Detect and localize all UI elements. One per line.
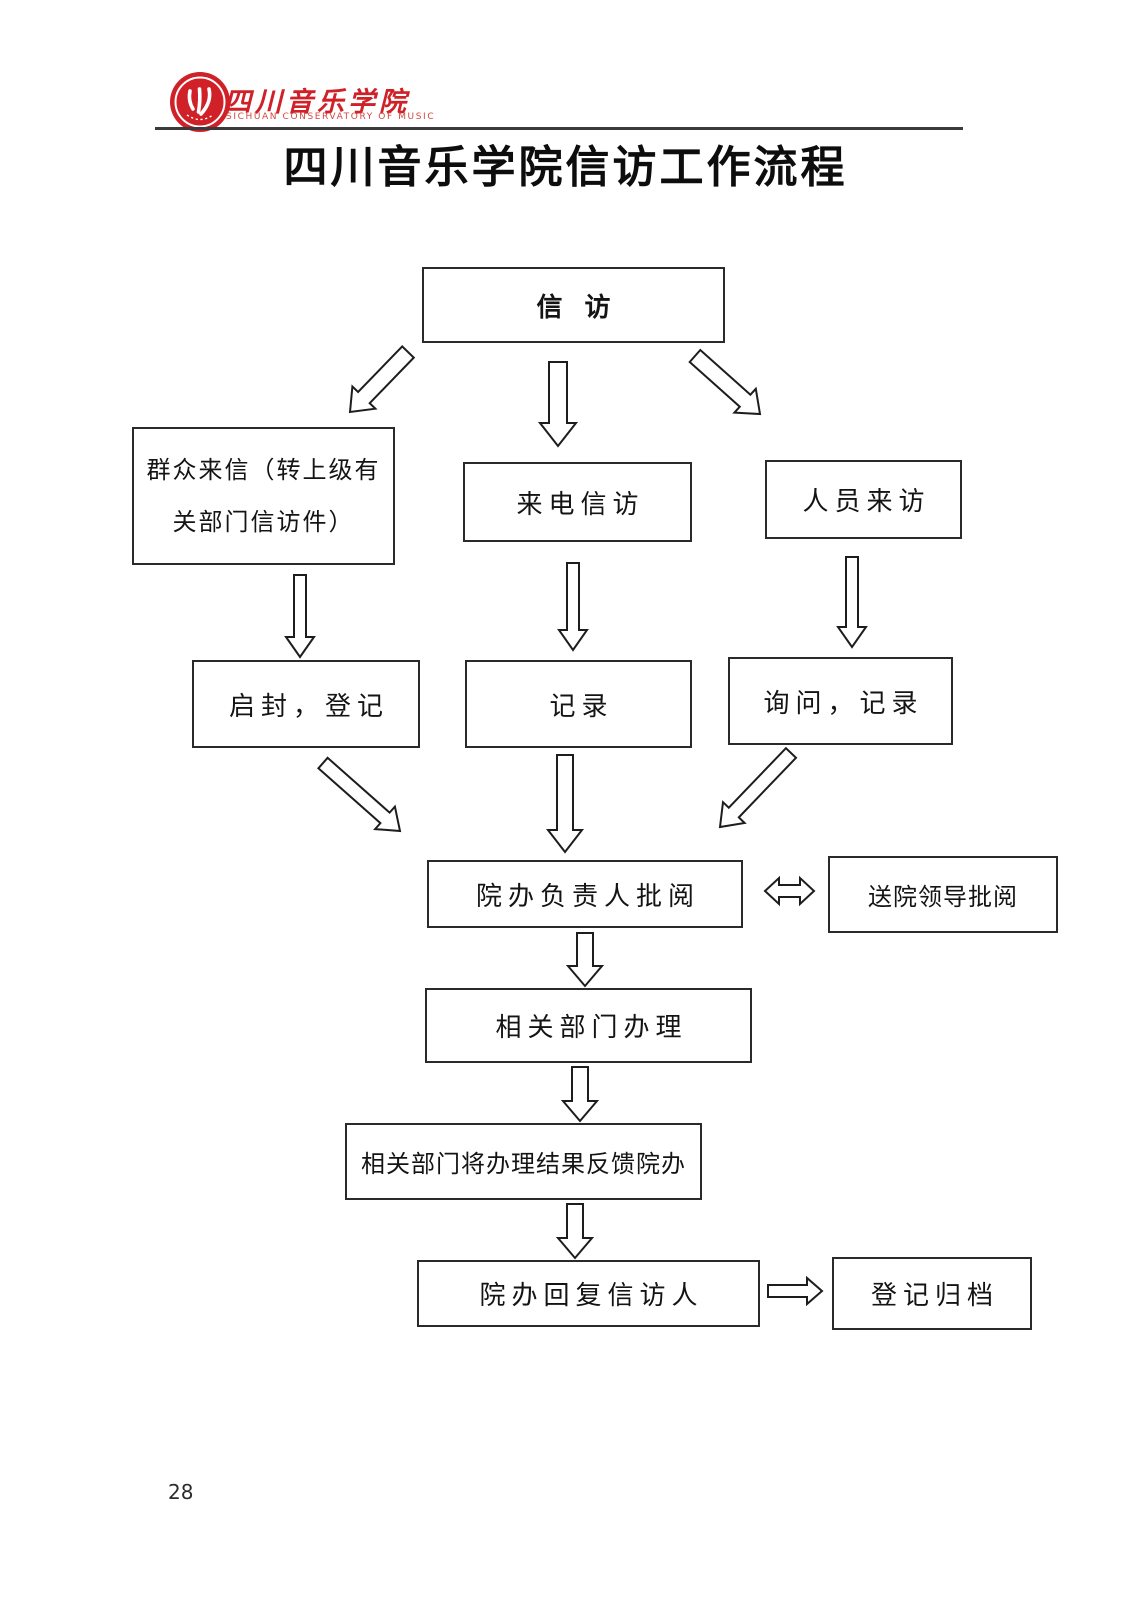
flow-node-mass-letters: 群众来信（转上级有 关部门信访件）: [132, 427, 395, 565]
flow-node-inquire-record: 询问，记录: [728, 657, 953, 745]
page-number: 28: [168, 1480, 194, 1504]
flow-node-visitors-label: 人员来访: [802, 487, 931, 517]
flow-node-dept-handling: 相关部门办理: [425, 988, 752, 1063]
school-name-en: SICHUAN CONSERVATORY OF MUSIC: [226, 112, 436, 122]
school-name-cn: 四川音乐学院: [224, 87, 410, 118]
arrow-dept-to-feedback-icon: [560, 1066, 600, 1123]
flow-node-dept-feedback: 相关部门将办理结果反馈院办: [345, 1123, 702, 1200]
flow-node-send-leaders-review: 送院领导批阅: [828, 856, 1058, 933]
flow-node-phone-petition: 来电信访: [463, 462, 692, 542]
flow-node-record: 记录: [465, 660, 692, 748]
arrow-xinfang-to-phone-icon: [537, 361, 579, 448]
flow-node-open-register-label: 启封，登记: [228, 691, 389, 722]
arrow-feedback-to-reply-icon: [555, 1203, 595, 1260]
flow-node-mass-letters-line2: 关部门信访件）: [172, 508, 355, 536]
flow-node-record-label: 记录: [549, 691, 614, 722]
arrow-xinfang-to-visitors-icon: [688, 348, 762, 416]
flow-node-office-reply-label: 院办回复信访人: [479, 1281, 704, 1311]
arrow-record-to-review-icon: [545, 754, 585, 854]
flow-node-register-archive: 登记归档: [832, 1257, 1032, 1330]
flow-node-office-head-review: 院办负责人批阅: [427, 860, 743, 928]
arrow-xinfang-to-letters-icon: [348, 344, 416, 414]
flow-node-phone-petition-label: 来电信访: [516, 489, 645, 520]
arrow-reply-to-archive-icon: [767, 1275, 824, 1307]
page-title: 四川音乐学院信访工作流程: [283, 142, 848, 193]
flow-node-dept-handling-label: 相关部门办理: [495, 1013, 688, 1043]
flow-node-xinfang: 信访: [422, 267, 725, 343]
school-seal-icon: [170, 72, 230, 132]
arrow-review-leaders-double-icon: [763, 875, 816, 907]
flow-node-visitors: 人员来访: [765, 460, 962, 539]
flow-node-office-head-review-label: 院办负责人批阅: [475, 881, 700, 912]
arrow-visitors-to-inquire-icon: [836, 556, 868, 649]
flow-node-dept-feedback-label: 相关部门将办理结果反馈院办: [361, 1150, 686, 1178]
arrow-inquire-to-review-icon: [718, 746, 798, 829]
flow-node-office-reply: 院办回复信访人: [417, 1260, 760, 1327]
arrow-phone-to-record-icon: [557, 562, 589, 652]
flow-node-send-leaders-review-label: 送院领导批阅: [868, 883, 1018, 911]
header-divider: [155, 127, 963, 130]
arrow-letters-to-open-register-icon: [284, 574, 316, 659]
flow-node-mass-letters-line1: 群众来信（转上级有: [146, 456, 381, 484]
flow-node-open-register: 启封，登记: [192, 660, 420, 748]
arrow-open-register-to-review-icon: [316, 756, 402, 833]
flow-node-register-archive-label: 登记归档: [870, 1281, 999, 1311]
flow-node-xinfang-label: 信访: [536, 292, 633, 323]
flow-node-inquire-record-label: 询问，记录: [763, 688, 924, 719]
arrow-review-to-dept-icon: [565, 932, 605, 988]
